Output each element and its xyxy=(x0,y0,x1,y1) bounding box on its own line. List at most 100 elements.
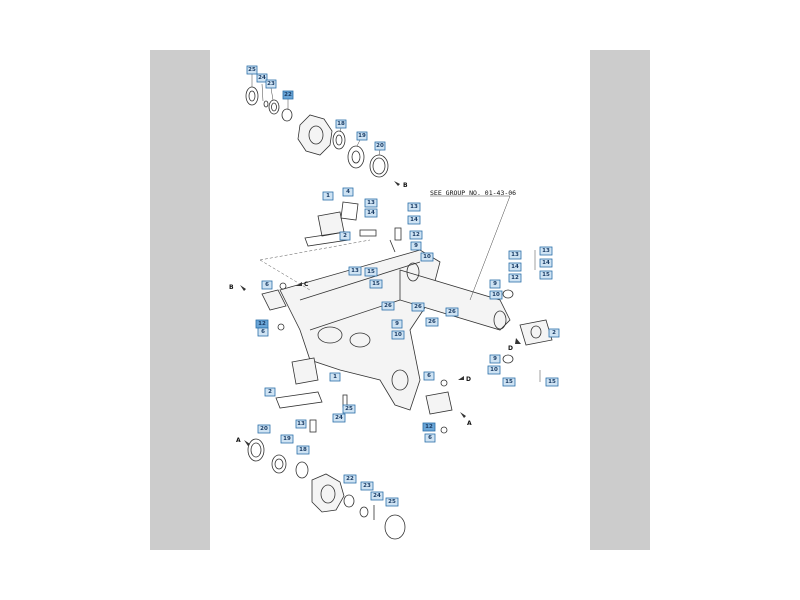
callout-1-upper[interactable]: 1 xyxy=(322,191,334,201)
callout-15-far[interactable]: 15 xyxy=(539,270,553,280)
callout-14-right[interactable]: 14 xyxy=(407,215,421,225)
callout-25[interactable]: 26 xyxy=(381,301,395,311)
callout-16[interactable]: 18 xyxy=(335,119,347,129)
callout-9-mid[interactable]: 9 xyxy=(391,319,403,329)
callout-14-far[interactable]: 14 xyxy=(508,262,522,272)
callout-18-lower[interactable]: 20 xyxy=(257,424,271,434)
callout-2-lower[interactable]: 2 xyxy=(264,387,276,397)
callout-13-far[interactable]: 13 xyxy=(508,250,522,260)
callout-13-mid[interactable]: 13 xyxy=(348,266,362,276)
callout-10-mid[interactable]: 10 xyxy=(391,330,405,340)
callout-6-right[interactable]: 6 xyxy=(423,371,435,381)
top-hub-assembly: B xyxy=(245,74,408,189)
callout-12-right[interactable]: 12 xyxy=(422,422,436,432)
callout-15-lower-b[interactable]: 15 xyxy=(545,377,559,387)
callout-17-lower[interactable]: 19 xyxy=(280,434,294,444)
svg-text:26: 26 xyxy=(428,319,436,325)
callout-14-far2[interactable]: 14 xyxy=(539,258,553,268)
svg-text:23: 23 xyxy=(267,81,275,87)
callout-13-left[interactable]: 13 xyxy=(364,198,378,208)
callout-20[interactable]: 23 xyxy=(265,79,277,89)
svg-text:13: 13 xyxy=(351,268,359,274)
svg-text:15: 15 xyxy=(505,379,513,385)
callout-12-left[interactable]: 12 xyxy=(255,319,269,329)
right-cylinder-end: D xyxy=(502,250,553,382)
svg-text:1: 1 xyxy=(326,193,330,199)
svg-text:25: 25 xyxy=(248,67,256,73)
see-group-note: SEE GROUP NO. 01-43-06 xyxy=(430,189,516,197)
svg-text:2: 2 xyxy=(552,330,556,336)
callout-22-lower[interactable]: 25 xyxy=(385,497,399,507)
right-knuckle: D A xyxy=(425,376,472,434)
callout-6-left-low[interactable]: 6 xyxy=(257,327,269,337)
callout-11-far[interactable]: 12 xyxy=(508,273,522,283)
svg-text:24: 24 xyxy=(335,415,343,421)
callout-13-far2[interactable]: 13 xyxy=(539,246,553,256)
svg-text:20: 20 xyxy=(376,143,384,149)
svg-text:2: 2 xyxy=(268,389,272,395)
left-gray-panel xyxy=(150,50,210,550)
right-gray-panel xyxy=(590,50,650,550)
svg-text:14: 14 xyxy=(410,217,418,223)
callout-9-lower-right[interactable]: 9 xyxy=(489,354,501,364)
callout-14-left[interactable]: 14 xyxy=(364,208,378,218)
left-knuckle: B C xyxy=(229,281,309,331)
svg-text:6: 6 xyxy=(428,435,432,441)
callout-10-lower-right[interactable]: 10 xyxy=(487,365,501,375)
callout-4[interactable]: 4 xyxy=(342,187,354,197)
svg-text:4: 4 xyxy=(346,189,350,195)
svg-text:20: 20 xyxy=(260,426,268,432)
svg-text:B: B xyxy=(229,284,234,291)
svg-text:12: 12 xyxy=(258,321,266,327)
callout-19-lower[interactable]: 22 xyxy=(343,474,357,484)
callout-20-lower[interactable]: 23 xyxy=(360,481,374,491)
callout-23[interactable]: 24 xyxy=(332,413,346,423)
callout-10-far[interactable]: 10 xyxy=(489,290,503,300)
callout-6-left[interactable]: 6 xyxy=(261,280,273,290)
callout-25-b[interactable]: 26 xyxy=(425,317,439,327)
svg-text:14: 14 xyxy=(367,210,375,216)
svg-text:9: 9 xyxy=(493,281,497,287)
callout-18[interactable]: 20 xyxy=(374,141,386,151)
callout-19[interactable]: 22 xyxy=(282,90,294,100)
callout-9-upper[interactable]: 9 xyxy=(410,241,422,251)
callout-11-upper[interactable]: 12 xyxy=(409,230,423,240)
svg-text:26: 26 xyxy=(384,303,392,309)
callout-21-lower[interactable]: 24 xyxy=(370,491,384,501)
svg-text:14: 14 xyxy=(511,264,519,270)
callout-6-right-low[interactable]: 6 xyxy=(424,433,436,443)
svg-text:9: 9 xyxy=(414,243,418,249)
svg-text:9: 9 xyxy=(493,356,497,362)
callout-3-lower[interactable]: 13 xyxy=(295,419,307,429)
svg-text:10: 10 xyxy=(490,367,498,373)
callout-15-lower-a[interactable]: 15 xyxy=(502,377,516,387)
callout-2-right[interactable]: 2 xyxy=(548,328,560,338)
callout-16-lower[interactable]: 18 xyxy=(296,445,310,455)
callout-10-upper[interactable]: 10 xyxy=(420,252,434,262)
callout-22[interactable]: 25 xyxy=(246,65,258,75)
svg-text:A: A xyxy=(467,420,472,427)
callout-1-lower[interactable]: 1 xyxy=(329,372,341,382)
callout-15-mid-a[interactable]: 15 xyxy=(364,267,378,277)
svg-text:18: 18 xyxy=(337,121,345,127)
callout-13-right[interactable]: 13 xyxy=(407,202,421,212)
callout-21[interactable]: 24 xyxy=(256,73,268,83)
svg-text:13: 13 xyxy=(410,204,418,210)
svg-text:24: 24 xyxy=(373,493,381,499)
callout-26-b[interactable]: 26 xyxy=(445,307,459,317)
callout-26-a[interactable]: 26 xyxy=(411,302,425,312)
svg-text:D: D xyxy=(508,345,513,352)
callout-24[interactable]: 25 xyxy=(342,404,356,414)
svg-text:1: 1 xyxy=(333,374,337,380)
svg-text:6: 6 xyxy=(261,329,265,335)
svg-text:C: C xyxy=(304,281,309,288)
callout-2-upper[interactable]: 2 xyxy=(339,231,351,241)
bottom-hub-assembly: A xyxy=(236,437,406,540)
svg-text:25: 25 xyxy=(345,406,353,412)
callout-15-mid-b[interactable]: 15 xyxy=(369,279,383,289)
svg-text:A: A xyxy=(236,437,241,444)
callout-17[interactable]: 19 xyxy=(356,131,368,141)
callout-9-far[interactable]: 9 xyxy=(489,279,501,289)
